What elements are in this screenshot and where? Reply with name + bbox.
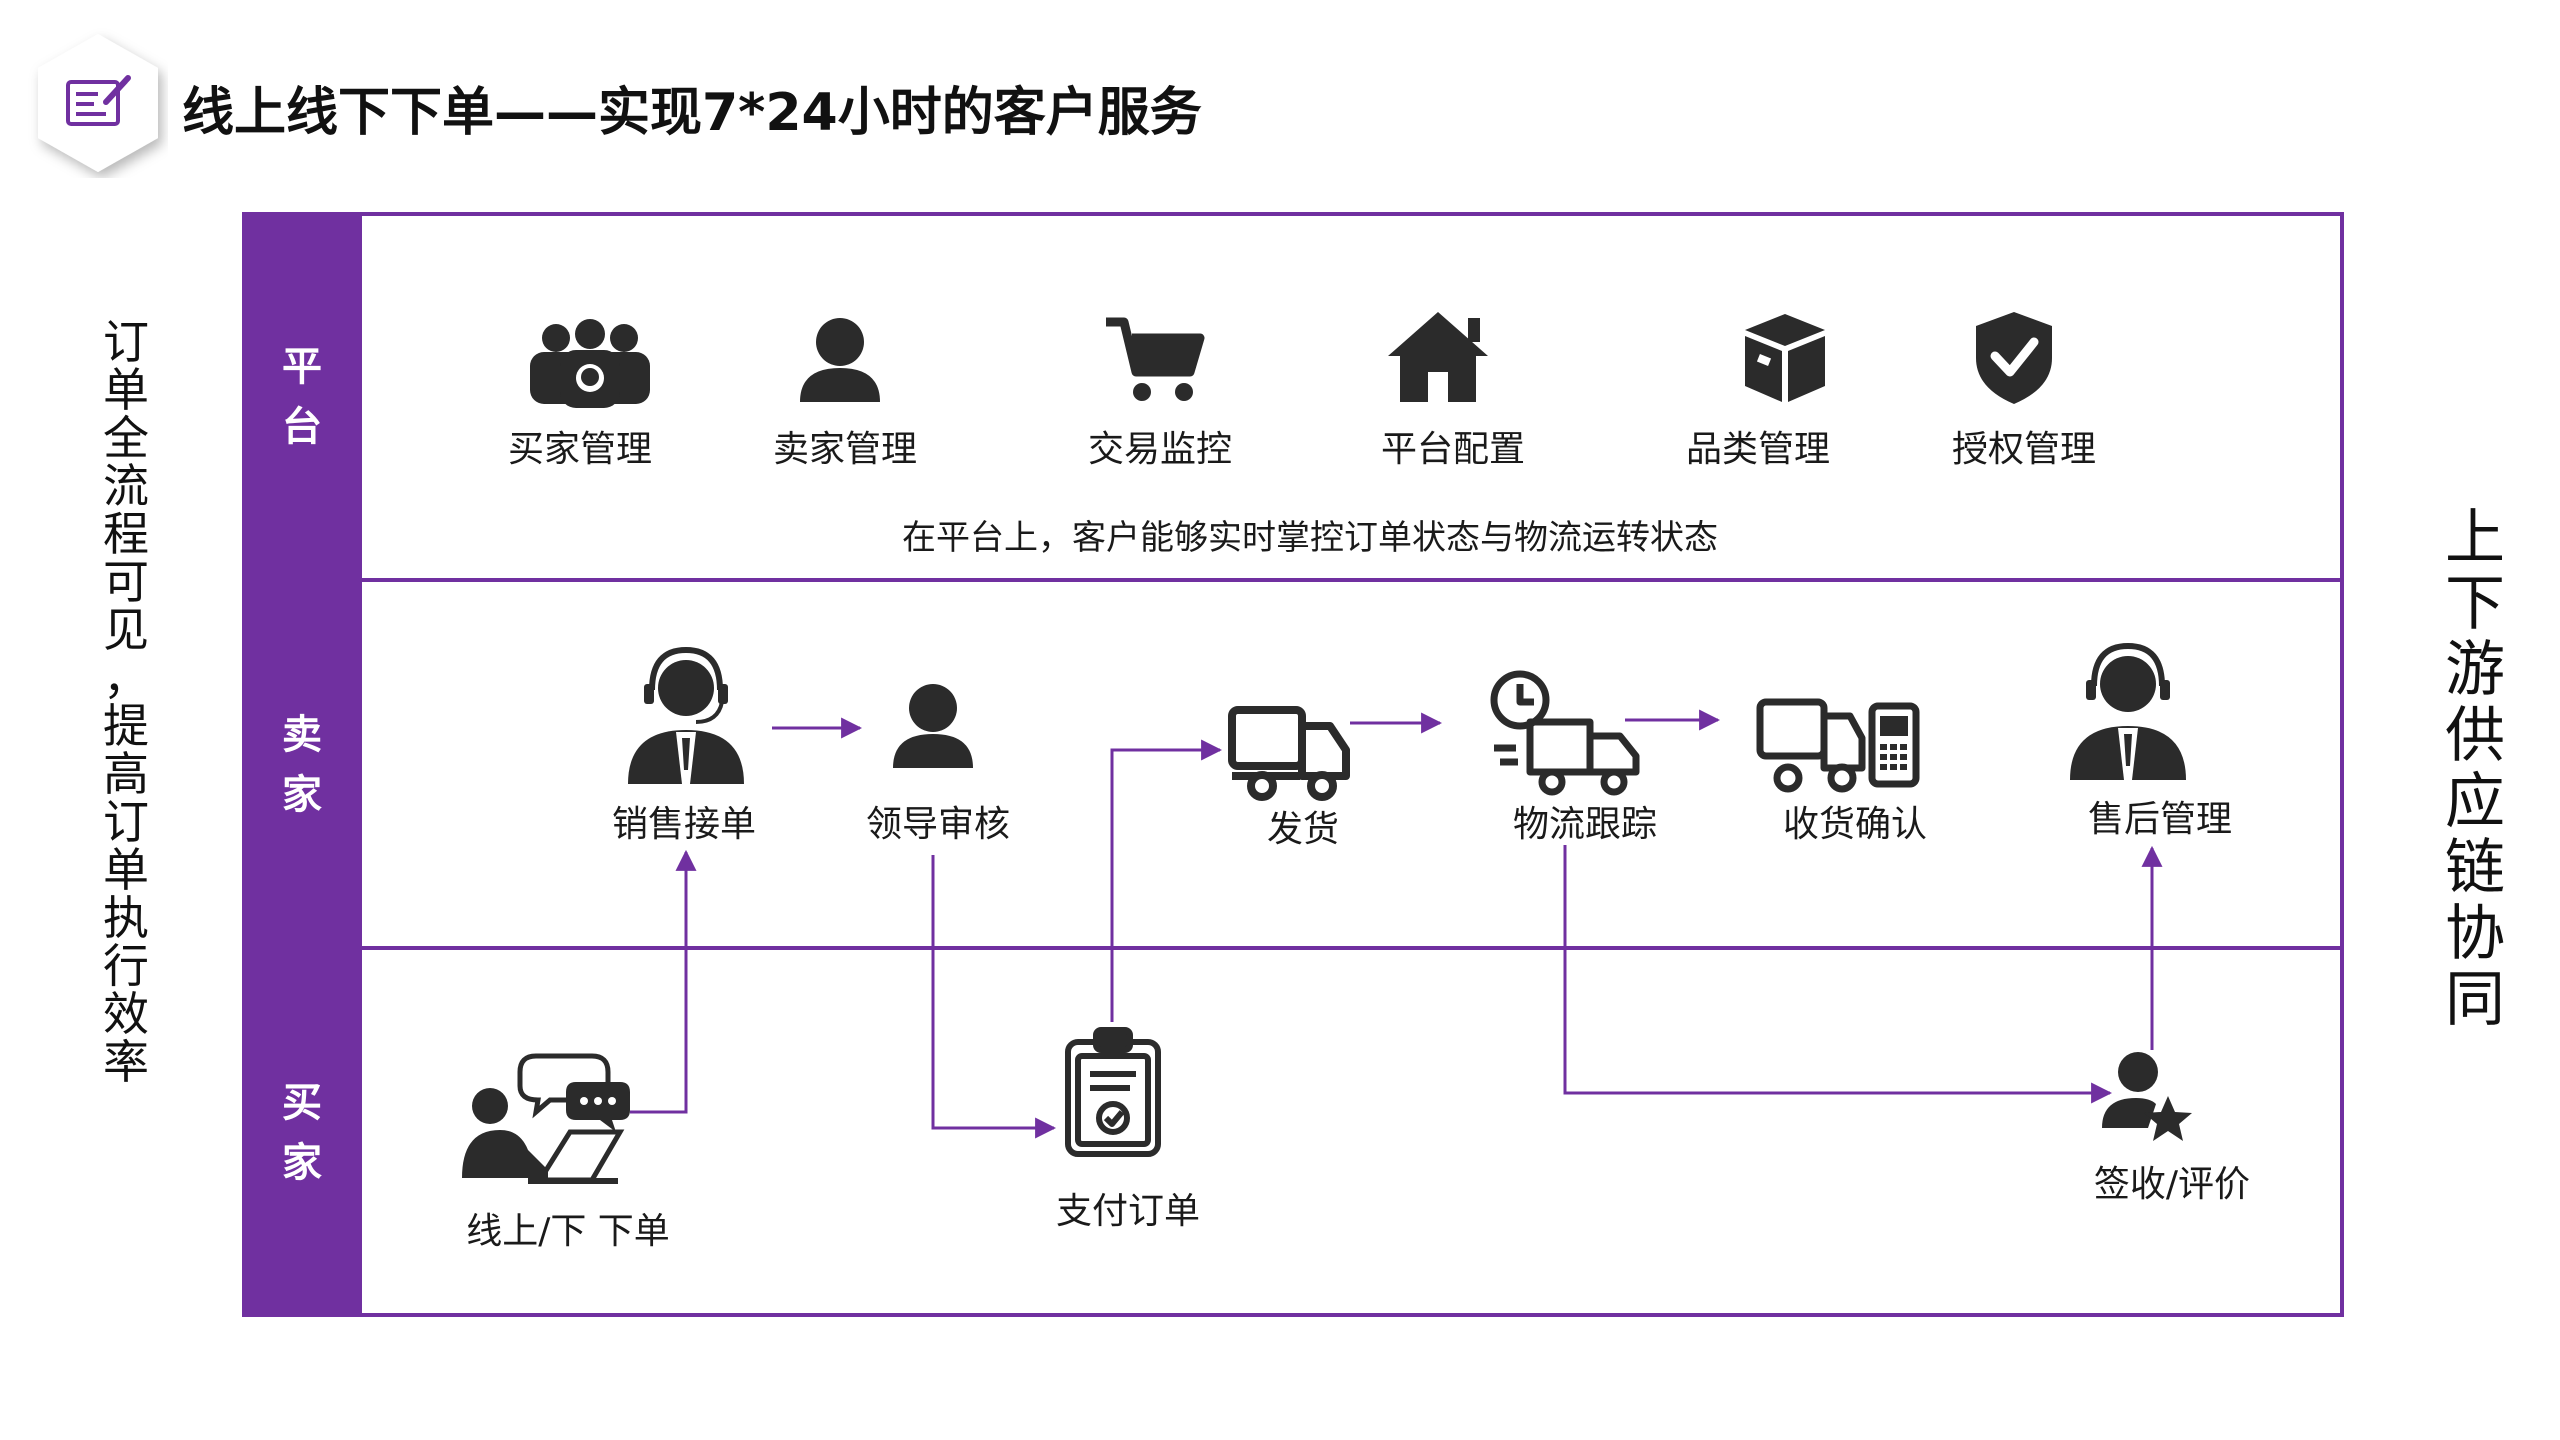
- headset-agent-icon: [2070, 642, 2186, 780]
- seller-step-receipt: 收货确认: [1782, 804, 1928, 845]
- online-order-icon: [462, 1053, 630, 1184]
- seller-step-aftersale: 售后管理: [2087, 799, 2233, 840]
- house-icon: [1388, 312, 1488, 402]
- lane-header-band: [242, 212, 362, 1317]
- left-caption: 订单全流程可见，提高订单执行效率: [96, 318, 156, 1086]
- edit-note-icon: [38, 34, 158, 172]
- truck-phone-icon: [1756, 698, 1920, 793]
- right-caption-char: 链: [2445, 833, 2505, 903]
- arrow-order-to-sales: [630, 849, 697, 1114]
- seller-step-ship: 发货: [1266, 809, 1340, 850]
- right-caption-char: 下: [2445, 569, 2505, 639]
- right-caption: 上下游供应链协同: [2440, 505, 2510, 1033]
- platform-note: 在平台上，客户能够实时掌控订单状态与物流运转状态: [902, 518, 1718, 558]
- arrow-tracking-to-sign: [1563, 845, 2113, 1104]
- platform-label-platform-config: 平台配置: [1380, 429, 1526, 470]
- left-caption-char: 单: [103, 843, 149, 897]
- shopping-cart-icon: [1106, 317, 1205, 401]
- platform-label-seller-mgmt: 卖家管理: [772, 429, 918, 470]
- buyer-step-order: 线上/下 下单: [466, 1211, 670, 1252]
- shield-check-icon: [1976, 312, 2052, 404]
- delivery-truck-icon: [1228, 706, 1350, 801]
- lane-label-char: 卖: [282, 712, 322, 758]
- platform-label-buyer-mgmt: 买家管理: [507, 429, 653, 470]
- person-icon: [800, 318, 880, 402]
- left-caption-char: 行: [103, 939, 149, 993]
- lane-buyer: [358, 946, 2344, 1317]
- users-group-icon: [530, 319, 650, 408]
- phone-keypad-icon: [1880, 716, 1908, 770]
- lane-label-char: 家: [282, 772, 322, 818]
- lane-label-char: 买: [282, 1080, 322, 1126]
- left-caption-char: 全: [103, 411, 149, 465]
- user-star-icon: [2102, 1052, 2192, 1141]
- headset-agent-icon: [628, 646, 744, 784]
- left-caption-char: 执: [103, 891, 149, 945]
- left-caption-char: 提: [103, 699, 149, 753]
- platform-label-auth-mgmt: 授权管理: [1951, 429, 2097, 470]
- left-caption-char: 订: [103, 315, 149, 369]
- lane-label-buyer: 买家: [242, 1073, 362, 1193]
- clipboard-check-icon: [1065, 1027, 1161, 1157]
- left-caption-char: 订: [103, 795, 149, 849]
- buyer-step-sign: 签收/评价: [2093, 1164, 2251, 1205]
- right-caption-char: 协: [2445, 899, 2505, 969]
- box-icon: [1745, 314, 1825, 402]
- lane-label-char: 平: [282, 344, 322, 390]
- arrow-review-to-payment: [931, 855, 1057, 1139]
- left-caption-char: 流: [103, 459, 149, 513]
- lane-label-platform: 平台: [242, 337, 362, 457]
- clock-truck-icon: [1490, 670, 1640, 796]
- right-caption-char: 游: [2445, 635, 2505, 705]
- left-caption-char: 可: [103, 555, 149, 609]
- left-caption-char: 率: [103, 1035, 149, 1089]
- arrow-payment-to-ship: [1110, 739, 1223, 1022]
- page-title: 线上线下下单——实现7*24小时的客户服务: [182, 83, 1202, 143]
- left-caption-char: 高: [103, 747, 149, 801]
- lane-label-char: 台: [282, 404, 322, 450]
- lane-label-seller: 卖家: [242, 705, 362, 825]
- lane-label-char: 家: [282, 1140, 322, 1186]
- buyer-step-payment: 支付订单: [1055, 1191, 1201, 1232]
- left-caption-char: 效: [103, 987, 149, 1041]
- left-caption-char: ，: [103, 651, 149, 705]
- left-caption-char: 程: [103, 507, 149, 561]
- left-caption-char: 见: [103, 603, 149, 657]
- right-caption-char: 供: [2445, 701, 2505, 771]
- right-caption-char: 同: [2445, 965, 2505, 1035]
- platform-label-trade-monitor: 交易监控: [1087, 429, 1233, 470]
- left-caption-char: 单: [103, 363, 149, 417]
- seller-step-sales: 销售接单: [611, 804, 757, 845]
- right-caption-char: 应: [2445, 767, 2505, 837]
- seller-step-tracking: 物流跟踪: [1512, 804, 1658, 845]
- platform-label-category-mgmt: 品类管理: [1685, 429, 1831, 470]
- right-caption-char: 上: [2445, 503, 2505, 573]
- seller-step-review: 领导审核: [865, 804, 1011, 845]
- person-icon: [893, 684, 973, 768]
